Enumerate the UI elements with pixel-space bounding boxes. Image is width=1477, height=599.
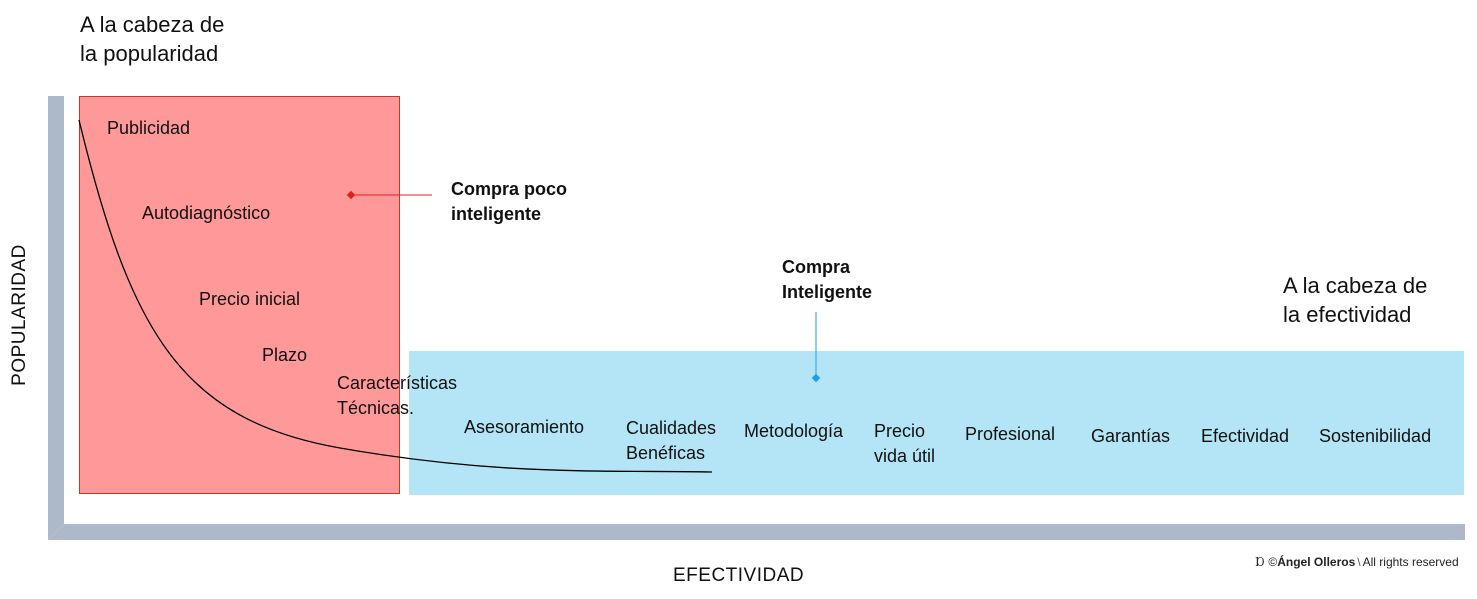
poor-callout-marker: [346, 190, 356, 200]
copyright-rights: All rights reserved: [1362, 555, 1459, 569]
factor-plazo: Plazo: [262, 345, 308, 365]
factor-efectividad: Efectividad: [1201, 426, 1290, 446]
factor-asesoramiento: Asesoramiento: [464, 417, 585, 437]
smart-purchase-label: Compra Inteligente: [782, 257, 873, 302]
effectiveness-leader-label: A la cabeza de la efectividad: [1283, 273, 1428, 327]
copyright-separator: \: [1357, 555, 1361, 569]
factor-autodiagnostico: Autodiagnóstico: [142, 203, 271, 223]
factor-garantias: Garantías: [1091, 426, 1171, 446]
y-axis-title: POPULARIDAD: [9, 244, 30, 386]
factor-profesional: Profesional: [965, 424, 1056, 444]
copyright-notice: Ɒ©Ángel Olleros\All rights reserved: [1255, 555, 1459, 569]
smart-callout-marker: [811, 373, 821, 383]
author-logo-icon: Ɒ: [1255, 555, 1265, 569]
y-axis-bar: [48, 96, 64, 540]
poor-purchase-label: Compra poco inteligente: [451, 179, 568, 224]
factor-precio-vida-util: Precio vida útil: [874, 421, 936, 466]
poor-purchase-zone: [79, 96, 400, 494]
popularity-effectiveness-curve: [78, 119, 713, 473]
copyright-author: Ángel Olleros: [1277, 555, 1356, 569]
factor-cualidades-beneficas: Cualidades Benéficas: [626, 418, 717, 463]
factor-caracteristicas-tecnicas: Características Técnicas.: [337, 373, 458, 418]
x-axis-title: EFECTIVIDAD: [673, 565, 805, 586]
factor-sostenibilidad: Sostenibilidad: [1319, 426, 1432, 446]
factor-precio-inicial: Precio inicial: [199, 289, 301, 309]
x-axis-bar: [48, 524, 1465, 540]
factor-metodologia: Metodología: [744, 421, 844, 441]
popularity-leader-label: A la cabeza de la popularidad: [80, 12, 225, 66]
copyright-symbol: ©: [1268, 555, 1278, 569]
factor-publicidad: Publicidad: [107, 118, 191, 138]
